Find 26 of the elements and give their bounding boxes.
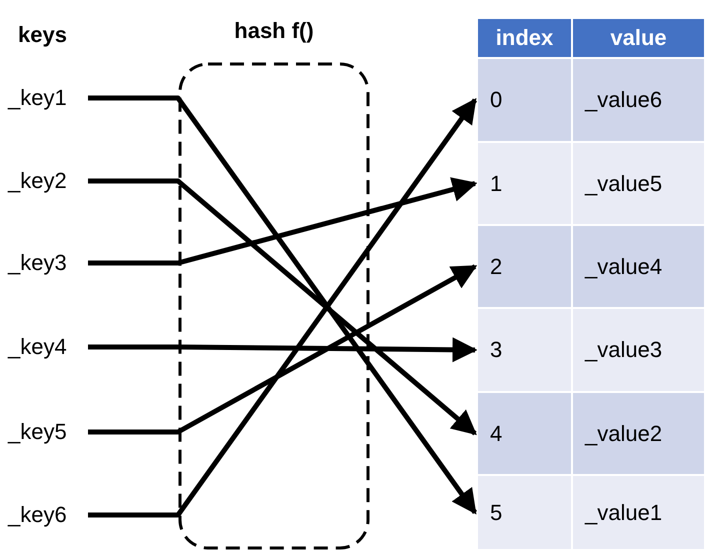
key-label: _key3 bbox=[8, 247, 88, 279]
column-heading: keys bbox=[18, 22, 67, 48]
value-cell: _value2 bbox=[572, 392, 705, 475]
key-label: _key6 bbox=[8, 499, 88, 531]
index-cell: 3 bbox=[477, 308, 572, 392]
index-cell: 2 bbox=[477, 225, 572, 308]
arrow bbox=[88, 178, 477, 436]
value-cell: _value1 bbox=[572, 475, 705, 550]
key-label: _key2 bbox=[8, 165, 88, 197]
index-cell: 1 bbox=[477, 142, 572, 225]
value-cell: _value3 bbox=[572, 308, 705, 392]
value-cell: _value5 bbox=[572, 142, 705, 225]
index-cell: 4 bbox=[477, 392, 572, 475]
arrow bbox=[88, 264, 478, 434]
key-label: _key5 bbox=[8, 416, 88, 448]
table-header: index bbox=[477, 18, 572, 58]
index-cell: 0 bbox=[477, 58, 572, 142]
key-label: _key4 bbox=[8, 331, 88, 363]
index-cell: 5 bbox=[477, 475, 572, 550]
key-label: _key1 bbox=[8, 82, 88, 114]
hash-function-title: hash f() bbox=[233, 18, 315, 44]
table-header: value bbox=[572, 18, 705, 58]
arrow bbox=[88, 337, 478, 362]
value-cell: _value4 bbox=[572, 225, 705, 308]
value-cell: _value6 bbox=[572, 58, 705, 142]
arrow bbox=[88, 177, 478, 266]
